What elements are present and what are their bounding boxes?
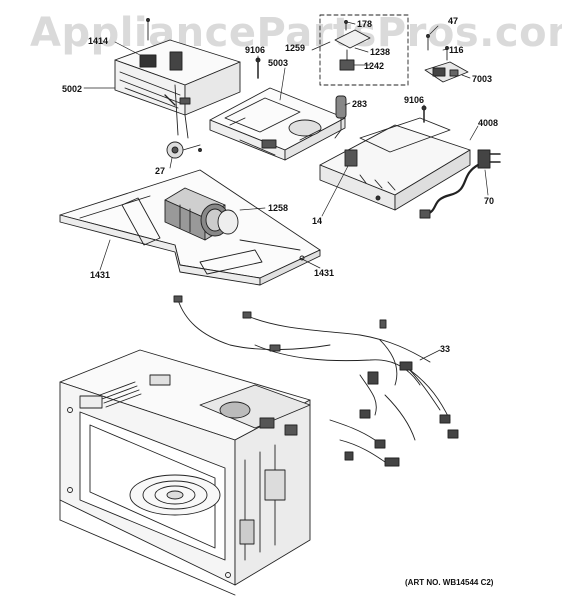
callout-7003: 7003 bbox=[472, 74, 493, 84]
blower-1258 bbox=[164, 187, 239, 241]
motor-27 bbox=[166, 141, 202, 159]
callout-4008: 4008 bbox=[478, 118, 499, 128]
callout-70: 70 bbox=[484, 196, 495, 206]
callout-5003: 5003 bbox=[268, 58, 289, 68]
callout-27: 27 bbox=[155, 166, 166, 176]
callout-33: 33 bbox=[440, 344, 451, 354]
oven-cavity bbox=[59, 349, 311, 596]
screw-9106-top bbox=[255, 57, 261, 79]
housing-5002 bbox=[114, 18, 241, 139]
power-cord-70 bbox=[419, 149, 501, 219]
part-283 bbox=[334, 95, 347, 139]
detail-box bbox=[319, 14, 409, 86]
art-number: (ART NO. WB14544 C2) bbox=[405, 578, 494, 587]
callout-1238: 1238 bbox=[370, 47, 391, 57]
callout-1431-right: 1431 bbox=[314, 268, 335, 278]
callout-9106: 9106 bbox=[245, 45, 266, 55]
watermark: AppliancePartsPros.com bbox=[30, 10, 562, 56]
callout-47: 47 bbox=[448, 16, 459, 26]
callout-1259: 1259 bbox=[285, 43, 306, 53]
leader-lines bbox=[83, 21, 489, 361]
callout-9106-right: 9106 bbox=[404, 95, 425, 105]
part-7003 bbox=[424, 34, 469, 83]
tray-5003 bbox=[209, 87, 346, 161]
callout-1242: 1242 bbox=[364, 61, 385, 71]
callout-283: 283 bbox=[352, 99, 368, 109]
callout-178: 178 bbox=[357, 19, 373, 29]
callout-5002: 5002 bbox=[62, 84, 83, 94]
bracket-4008 bbox=[319, 117, 471, 211]
callout-1414: 1414 bbox=[88, 36, 109, 46]
wire-harness-33 bbox=[173, 295, 459, 467]
callout-1258: 1258 bbox=[268, 203, 289, 213]
callout-1431: 1431 bbox=[90, 270, 111, 280]
callout-14: 14 bbox=[312, 216, 323, 226]
callout-116: 116 bbox=[449, 45, 464, 55]
